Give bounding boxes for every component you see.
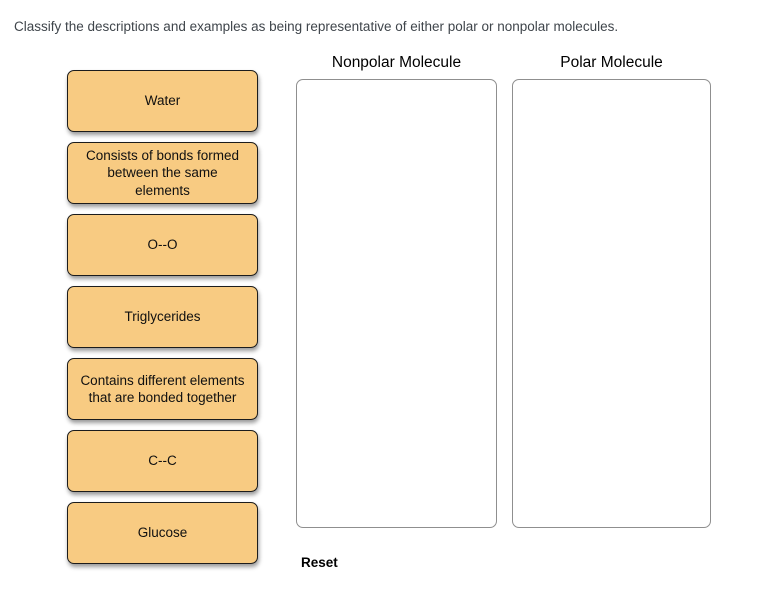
- card-triglycerides[interactable]: Triglycerides: [67, 286, 258, 348]
- dropzone-polar-molecule[interactable]: [512, 79, 711, 528]
- draggable-card-list: Water Consists of bonds formed between t…: [67, 70, 258, 564]
- instruction-text: Classify the descriptions and examples a…: [14, 19, 619, 34]
- card-different-elements-bonded[interactable]: Contains different elements that are bon…: [67, 358, 258, 420]
- reset-button[interactable]: Reset: [301, 555, 338, 570]
- card-bonds-same-elements[interactable]: Consists of bonds formed between the sam…: [67, 142, 258, 204]
- card-glucose[interactable]: Glucose: [67, 502, 258, 564]
- card-water[interactable]: Water: [67, 70, 258, 132]
- card-o-o-bond[interactable]: O--O: [67, 214, 258, 276]
- dropzone-nonpolar-molecule[interactable]: [296, 79, 497, 528]
- dropzone-label-polar: Polar Molecule: [560, 54, 663, 71]
- dropzone-label-nonpolar: Nonpolar Molecule: [331, 54, 462, 71]
- card-c-c-bond[interactable]: C--C: [67, 430, 258, 492]
